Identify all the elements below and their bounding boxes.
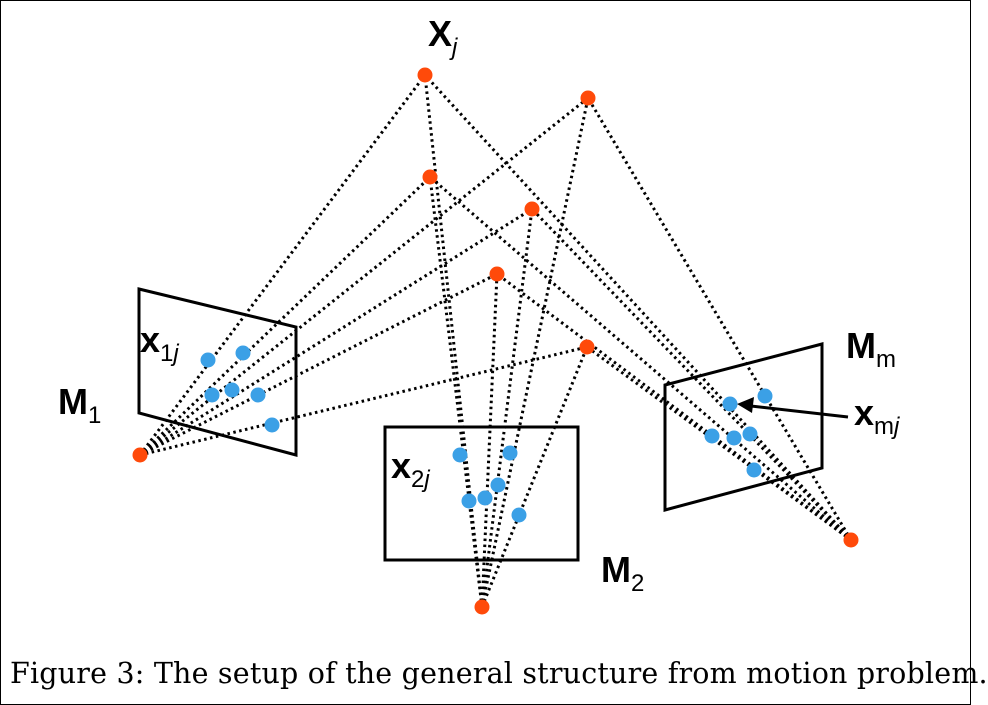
projection-ray <box>480 273 499 608</box>
image-points <box>200 345 773 523</box>
projection-ray <box>586 345 852 542</box>
camera-label-m1: M1 <box>58 381 101 429</box>
projection-ray <box>138 175 432 457</box>
world-point <box>422 169 438 185</box>
projection-ray <box>480 346 589 608</box>
projection-ray <box>423 74 484 608</box>
image-point <box>502 445 518 461</box>
image-point <box>722 396 738 412</box>
world-points <box>417 67 596 355</box>
camera-label-mm: Mm <box>846 325 896 373</box>
world-point <box>417 67 433 83</box>
image-point <box>235 345 251 361</box>
image-point <box>204 387 220 403</box>
image-point <box>452 447 468 463</box>
image-plane-m2 <box>383 425 580 562</box>
camera-center <box>132 447 148 463</box>
image-point <box>726 430 742 446</box>
image-point <box>224 382 240 398</box>
world-point <box>580 90 596 106</box>
image-point <box>490 477 506 493</box>
image-point <box>746 462 762 478</box>
image-point <box>742 426 758 442</box>
projection-ray <box>480 97 590 608</box>
world-point <box>579 339 595 355</box>
camera-label-m2: M2 <box>601 549 644 597</box>
world-point <box>524 201 540 217</box>
camera-centers <box>132 447 859 615</box>
image-point <box>264 417 280 433</box>
projection-rays <box>138 73 853 608</box>
projection-ray <box>139 207 533 457</box>
image-plane-mm <box>663 342 824 512</box>
projection-ray <box>423 73 853 542</box>
image-point <box>200 352 216 368</box>
image-point <box>757 388 773 404</box>
image-point-label-x2j: x2j <box>391 445 430 493</box>
projection-ray <box>138 74 427 456</box>
projection-ray <box>428 176 484 608</box>
image-point <box>461 493 477 509</box>
image-point-label-xmj: xmj <box>854 392 900 440</box>
camera-center <box>474 599 490 615</box>
image-point <box>250 387 266 403</box>
figure-caption: Figure 3: The setup of the general struc… <box>10 657 988 690</box>
projection-ray <box>139 345 588 457</box>
xmj-pointer-arrow <box>741 403 849 419</box>
world-point-label: Xj <box>428 13 458 61</box>
image-point-label-x1j: x1j <box>140 319 179 367</box>
projection-ray <box>429 175 852 542</box>
projection-ray <box>530 207 853 542</box>
image-plane-m1 <box>137 287 298 457</box>
sfm-diagram: Xj M1 x1j M2 x2j Mm xmj <box>58 13 900 615</box>
projection-ray <box>586 97 853 541</box>
image-point <box>511 507 527 523</box>
xmj-arrowhead <box>737 397 754 413</box>
image-point <box>477 490 493 506</box>
image-point <box>704 428 720 444</box>
projection-ray <box>139 272 498 457</box>
world-point <box>489 266 505 282</box>
projection-ray <box>480 208 534 608</box>
camera-center <box>843 532 859 548</box>
